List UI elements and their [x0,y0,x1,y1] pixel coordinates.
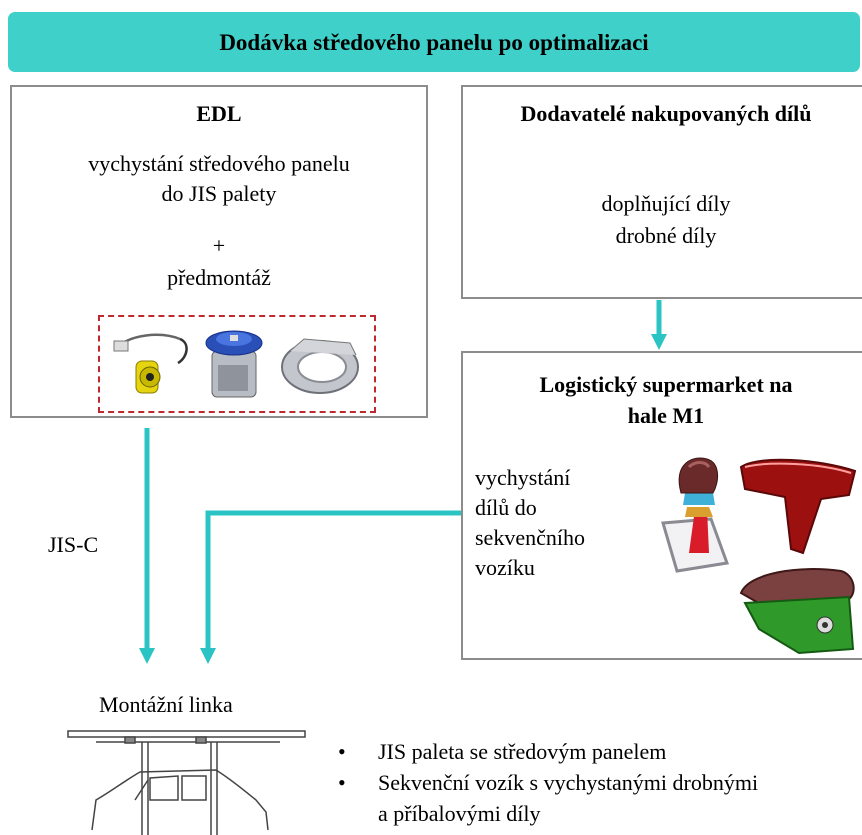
armrest-icon [739,458,857,555]
supermarket-text-line: vozíku [475,555,535,580]
supermarket-text-line: dílů do [475,495,537,520]
suppliers-box: Dodavatelé nakupovaných dílů doplňující … [461,85,862,299]
supermarket-box: Logistický supermarket na hale M1 vychys… [461,351,862,660]
edl-plus: + [212,233,226,258]
supermarket-parts-images [661,457,857,655]
suppliers-line-1: doplňující díly [601,191,731,216]
supermarket-to-line-arrow [200,510,461,664]
supermarket-text-line: vychystání [475,465,571,490]
supermarket-title-line-2: hale M1 [627,403,705,428]
bullet-item: • JIS paleta se středovým panelem [338,736,862,767]
bullet-marker: • [338,770,346,795]
bullet-text: JIS paleta se středovým panelem [378,739,667,764]
suppliers-title: Dodavatelé nakupovaných dílů [520,101,812,126]
edl-to-line-arrow [139,428,155,664]
bullet-text: a příbalovými díly [378,801,541,826]
premount-parts-images [113,330,359,398]
suppliers-line-2: drobné díly [615,223,717,248]
edl-line-1: vychystání středového panelu [88,151,350,176]
banner-title: Dodávka středového panelu po optimalizac… [219,29,649,55]
lock-cylinder-icon [205,330,263,398]
jis-c-label: JIS-C [48,532,99,557]
bullet-marker: • [338,739,346,764]
supermarket-title-line-1: Logistický supermarket na [539,372,793,397]
supplier-to-supermarket-arrow [651,300,667,350]
edl-box: EDL vychystání středového panelu do JIS … [10,85,428,418]
edl-line-2: do JIS palety [161,181,277,206]
bullet-text: Sekvenční vozík s vychystanými drobnými [378,770,759,795]
gear-knob-icon [661,457,730,573]
assembly-line-label: Montážní linka [99,692,233,717]
edl-line-3: předmontáž [167,265,271,290]
supermarket-text-line: sekvenčního [475,525,585,550]
trim-ring-icon [281,338,359,394]
bullet-continuation: a příbalovými díly [338,798,862,829]
edl-title: EDL [196,101,242,126]
header-banner: Dodávka středového panelu po optimalizac… [8,12,860,72]
supermarket-text: vychystání dílů do sekvenčního vozíku [475,463,635,583]
assembly-bullet-list: • JIS paleta se středovým panelem • Sekv… [338,736,862,829]
console-lid-icon [739,568,855,655]
connector-cable-icon [113,333,188,394]
bullet-item: • Sekvenční vozík s vychystanými drobným… [338,767,862,798]
premount-parts-frame [98,315,376,413]
car-assembly-line-icon [67,730,306,835]
